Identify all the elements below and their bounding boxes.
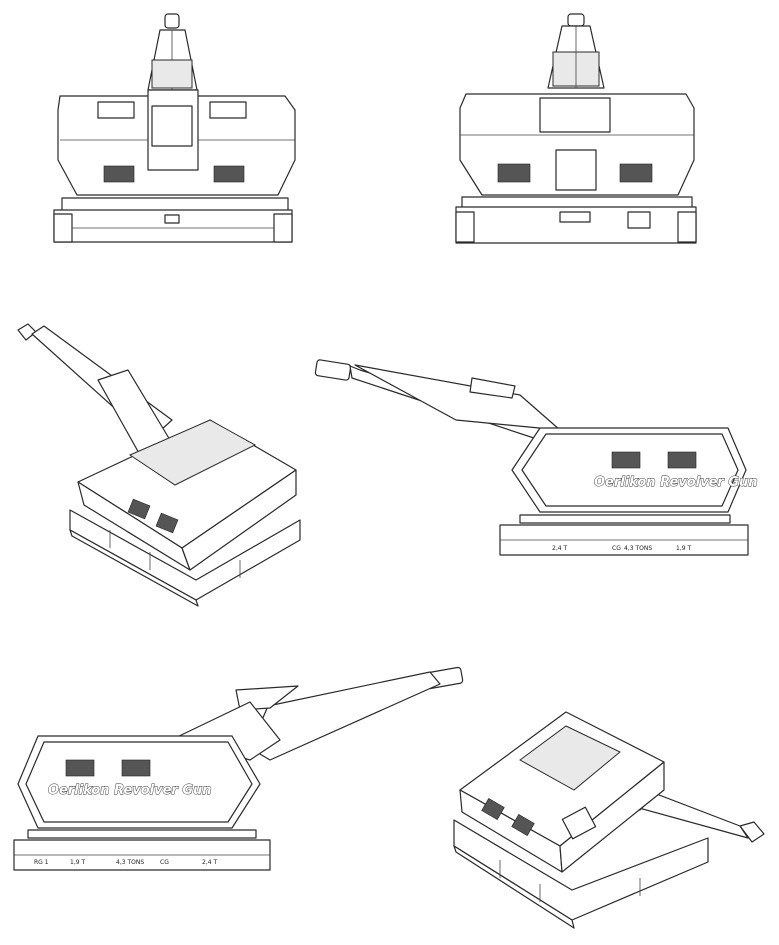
- side-name-label-right: Oerlikon Revolver Gun: [594, 475, 758, 490]
- load-label-right-a: 2,4 T: [552, 545, 567, 552]
- weight-label-left: 4,3 TONS: [116, 859, 144, 866]
- load-label-left-b: 2,4 T: [202, 859, 217, 866]
- cg-label-right: CG: [612, 545, 621, 552]
- isometric-rear-view: [453, 711, 765, 929]
- side-view-right: Oerlikon Revolver Gun 2,4 T CG 4,3 TONS …: [314, 359, 758, 556]
- cg-label-left: CG: [160, 859, 169, 866]
- rear-view: [455, 13, 697, 244]
- weight-label-right: 4,3 TONS: [624, 545, 652, 552]
- load-label-right-b: 1,9 T: [676, 545, 691, 552]
- side-view-left: Oerlikon Revolver Gun RG 1 1,9 T 4,3 TON…: [13, 666, 464, 871]
- side-name-label-left: Oerlikon Revolver Gun: [48, 783, 212, 798]
- rg-label: RG 1: [34, 859, 49, 866]
- isometric-left-view: [17, 323, 301, 607]
- front-view: [53, 13, 296, 243]
- load-label-left-a: 1,9 T: [70, 859, 85, 866]
